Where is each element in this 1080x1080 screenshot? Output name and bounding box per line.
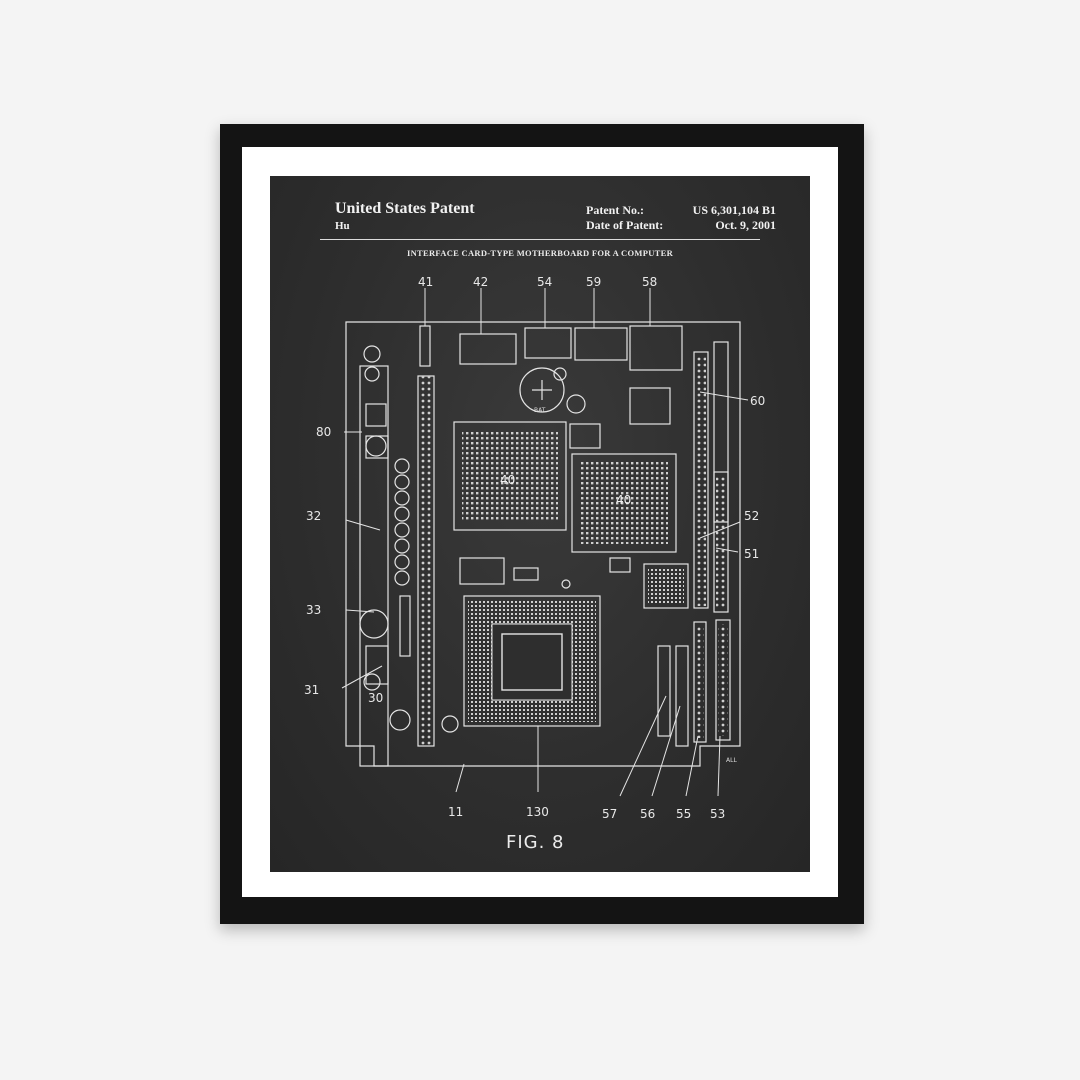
ref-59: 59 (586, 275, 601, 289)
ref-56: 56 (640, 807, 655, 821)
ref-58: 58 (642, 275, 657, 289)
header-rule (320, 239, 760, 240)
left-capacitors (359, 345, 586, 733)
socket-40-right (571, 453, 677, 553)
figure-caption: FIG. 8 (506, 832, 565, 853)
patent-date-label: Date of Patent: (586, 218, 664, 232)
chip-label-40-left: 40 (500, 473, 515, 487)
all-mark: ALL (726, 757, 737, 764)
inventor-name: Hu (335, 220, 350, 232)
battery (519, 367, 565, 413)
ref-11: 11 (448, 805, 463, 819)
patent-poster: United States Patent Hu Patent No.: US 6… (270, 176, 810, 872)
ref-53: 53 (710, 807, 725, 821)
ref-51: 51 (744, 547, 759, 561)
header-56 (675, 645, 689, 747)
patent-subtitle: INTERFACE CARD-TYPE MOTHERBOARD FOR A CO… (406, 248, 674, 258)
chip-label-40-right: 40 (616, 493, 631, 507)
ref-60: 60 (750, 394, 765, 408)
ref-33: 33 (306, 603, 321, 617)
header-55 (693, 621, 707, 743)
board-outline (345, 321, 741, 767)
left-strip (359, 365, 389, 767)
patent-title: United States Patent (335, 200, 475, 217)
patent-date-row: Date of Patent: Oct. 9, 2001 (586, 218, 776, 233)
connector-54 (524, 327, 572, 359)
header-57 (657, 645, 671, 737)
ref-54: 54 (537, 275, 552, 289)
ref-30: 30 (368, 691, 383, 705)
header-60 (693, 351, 709, 609)
socket-130 (463, 595, 601, 727)
leader-lines (341, 288, 749, 797)
ref-57: 57 (602, 807, 617, 821)
socket-40-left (453, 421, 567, 531)
ref-31: 31 (304, 683, 319, 697)
header-53 (715, 619, 731, 741)
ref-80: 80 (316, 425, 331, 439)
motherboard-drawing: 40 40 BAT ALL 41 42 54 5 (304, 275, 765, 853)
ref-130: 130 (526, 805, 549, 819)
plcc-chip (643, 563, 689, 609)
ref-55: 55 (676, 807, 691, 821)
connector-58 (629, 325, 683, 371)
patent-header-right: Patent No.: US 6,301,104 B1 Date of Pate… (586, 203, 776, 233)
connector-42 (459, 333, 517, 365)
ref-41: 41 (418, 275, 433, 289)
patent-number-row: Patent No.: US 6,301,104 B1 (586, 203, 776, 218)
ref-42: 42 (473, 275, 488, 289)
ref-32: 32 (306, 509, 321, 523)
connector-59 (574, 327, 628, 361)
patent-header-left: United States Patent Hu (335, 200, 475, 232)
pin-fields (421, 356, 728, 746)
header-52 (713, 471, 729, 613)
patent-number-label: Patent No.: (586, 203, 644, 217)
battery-label: BAT (534, 407, 546, 414)
patent-date: Oct. 9, 2001 (715, 218, 776, 232)
patent-number: US 6,301,104 B1 (692, 203, 776, 217)
ref-52: 52 (744, 509, 759, 523)
